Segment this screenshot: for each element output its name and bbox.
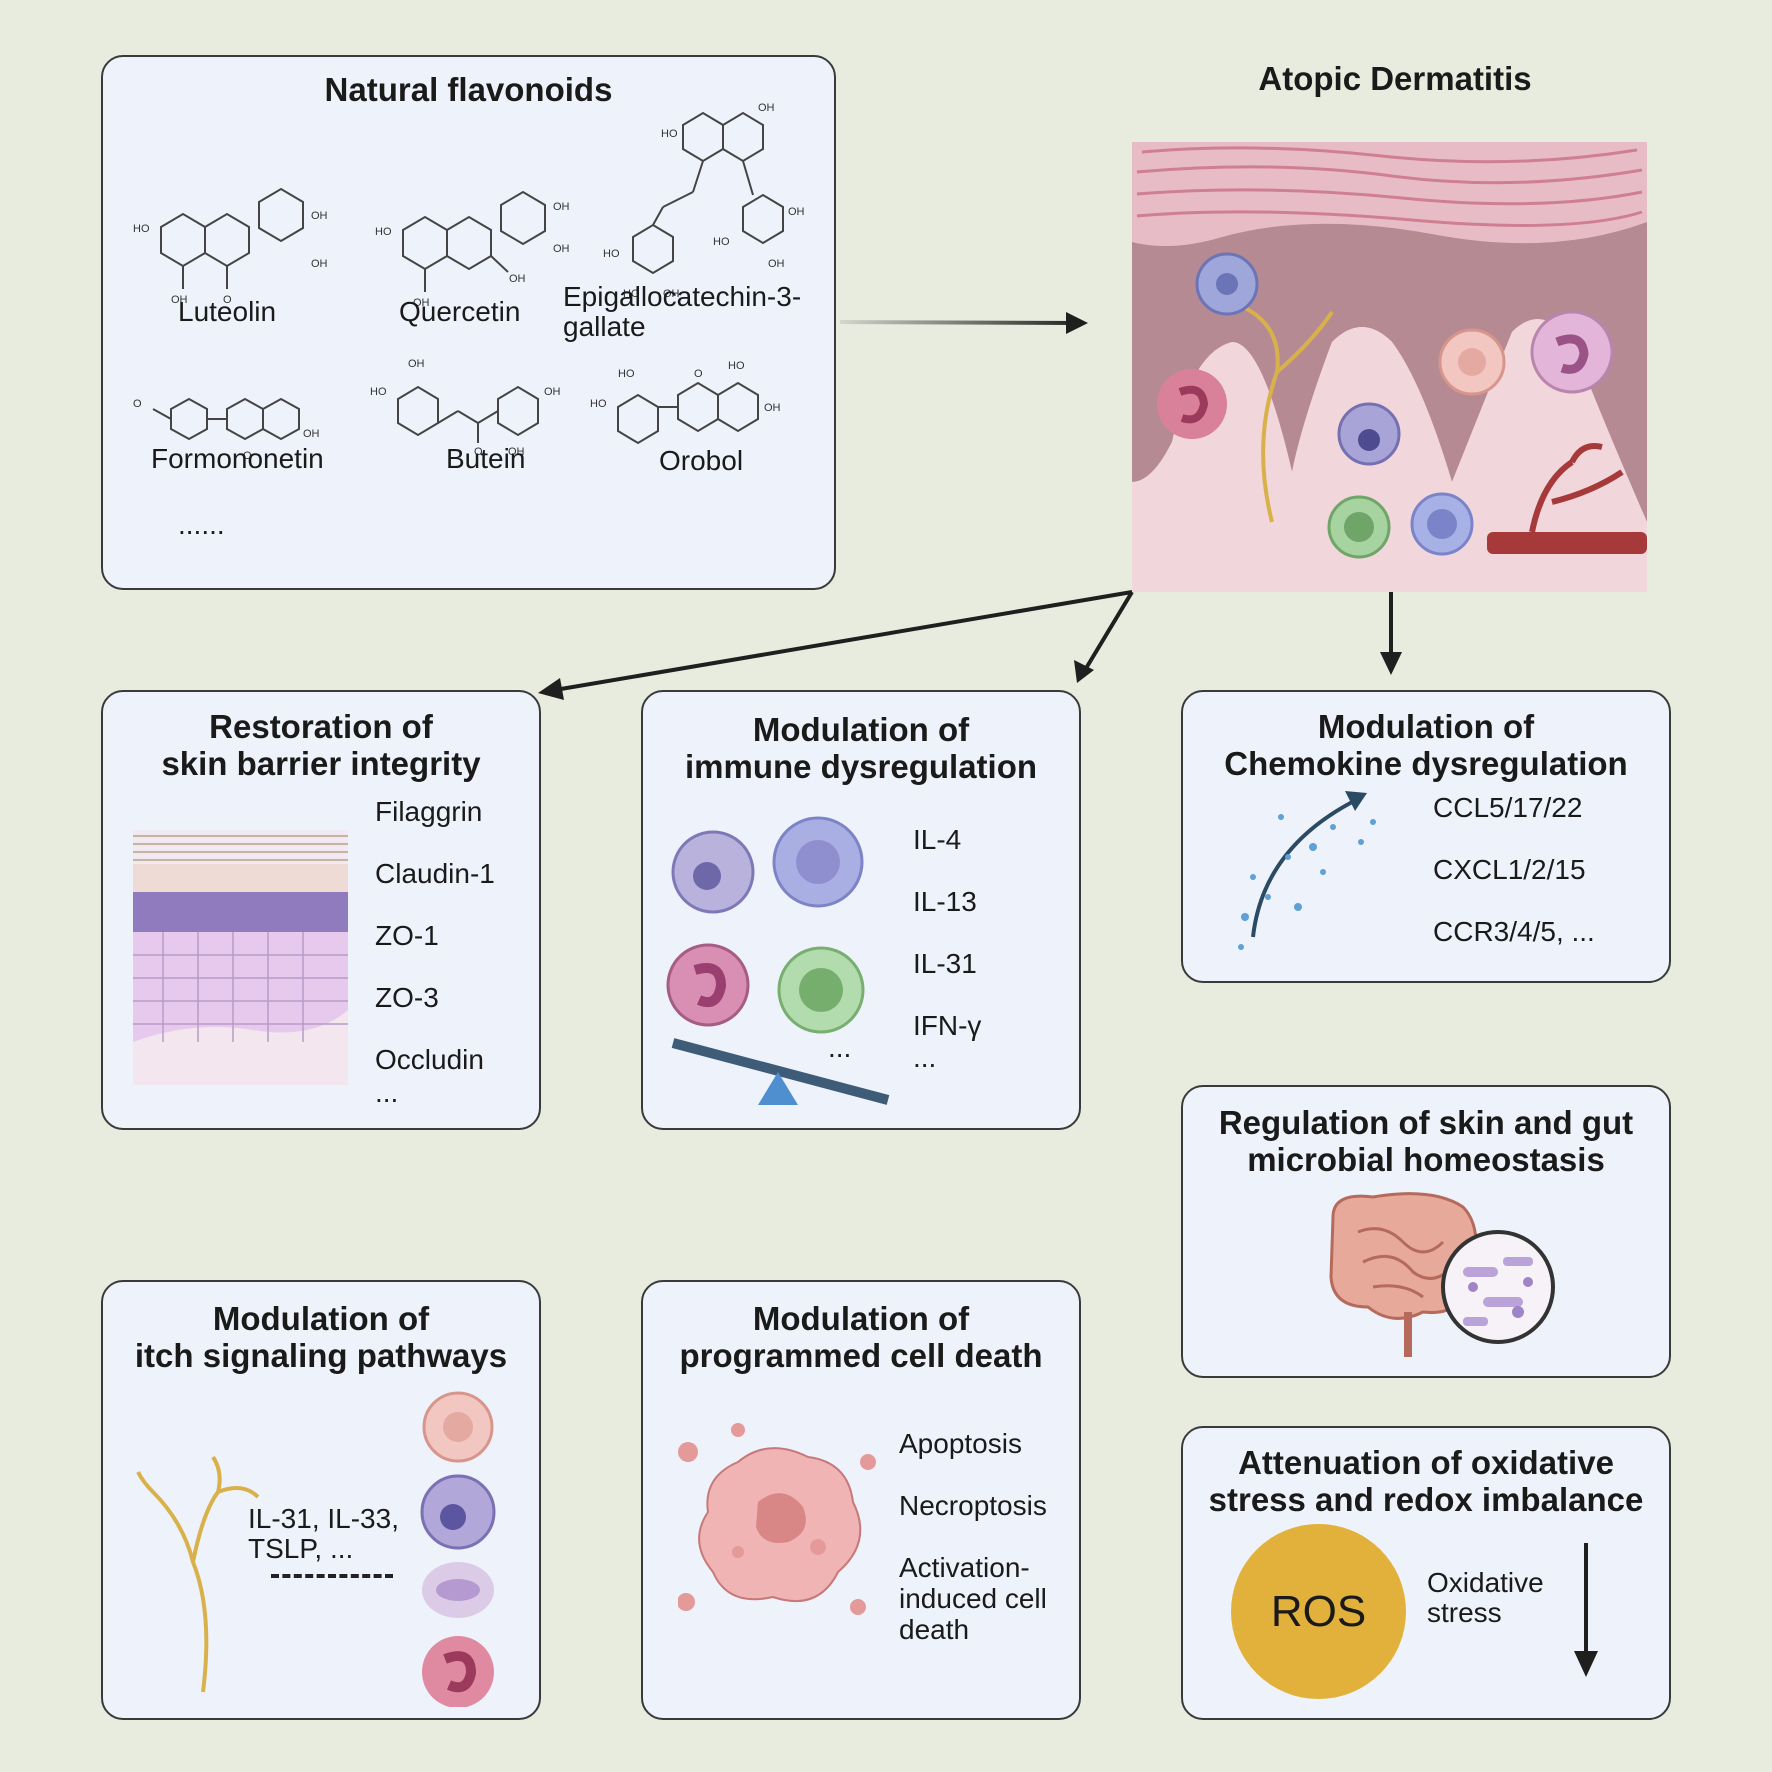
down-arrow-icon — [1574, 1543, 1598, 1677]
svg-text:HO: HO — [728, 360, 745, 372]
microbial-panel: Regulation of skin and gut microbial hom… — [1181, 1085, 1671, 1378]
compound-formononetin: Formononetin — [151, 443, 324, 474]
svg-text:OH: OH — [171, 294, 188, 306]
svg-text:OH: OH — [544, 386, 561, 398]
svg-text:OH: OH — [553, 201, 570, 213]
svg-text:OH: OH — [764, 402, 781, 414]
barrier-item: Occludin — [375, 1044, 484, 1075]
svg-text:HO: HO — [623, 288, 640, 300]
chemokine-item: CXCL1/2/15 — [1433, 854, 1586, 885]
svg-text:HO: HO — [133, 223, 150, 235]
barrier-title: Restoration of skin barrier integrity — [161, 708, 481, 782]
svg-text:OH: OH — [758, 102, 775, 114]
itch-mediators: IL-31, IL-33, TSLP, ... — [248, 1503, 399, 1564]
oxidative-title: Attenuation of oxidative stress and redo… — [1208, 1444, 1644, 1518]
chemokine-panel: Modulation of Chemokine dysregulation CC… — [1181, 690, 1671, 983]
svg-text:OH: OH — [788, 206, 805, 218]
chemokine-gradient-icon — [1238, 791, 1376, 950]
death-item: Apoptosis — [899, 1428, 1022, 1459]
luteolin-structure-icon: HO OH O OH OH — [133, 187, 328, 306]
itch-dashed-line — [271, 1574, 393, 1578]
orobol-structure-icon: HO HO HO OH O — [590, 360, 781, 445]
immune-panel: Modulation of immune dysregulation ... I… — [641, 690, 1081, 1130]
immune-item: IL-4 — [913, 824, 962, 855]
svg-text:OH: OH — [413, 297, 430, 309]
arrow-icon — [554, 590, 1133, 692]
chemokine-item: CCL5/17/22 — [1433, 792, 1583, 823]
svg-text:OH: OH — [311, 210, 328, 222]
intestine-icon — [1329, 1192, 1555, 1357]
compound-orobol: Orobol — [659, 445, 744, 476]
ad-title: Atopic Dermatitis — [1258, 60, 1532, 97]
immune-cells-seesaw-icon — [666, 816, 890, 1105]
immune-item: IL-13 — [913, 886, 977, 917]
svg-text:OH: OH — [553, 243, 570, 255]
barrier-item: ZO-3 — [375, 982, 439, 1013]
svg-text:HO: HO — [590, 398, 607, 410]
svg-text:OH: OH — [768, 258, 785, 270]
svg-text:HO: HO — [375, 226, 392, 238]
quercetin-structure-icon: HO OH OH OH OH — [375, 190, 570, 309]
svg-text:OH: OH — [509, 273, 526, 285]
compound-luteolin: Luteolin — [178, 296, 277, 327]
flavonoids-title: Natural flavonoids — [324, 71, 613, 108]
skin-layers-icon — [133, 830, 348, 1085]
svg-text:OH: OH — [663, 288, 680, 300]
death-item: Necroptosis — [899, 1490, 1047, 1521]
immune-title: Modulation of immune dysregulation — [684, 711, 1038, 785]
oxidative-stress-label: Oxidative stress — [1427, 1567, 1544, 1628]
ros-circle-icon — [1231, 1524, 1406, 1699]
ros-label: ROS — [1270, 1587, 1367, 1636]
svg-text:O: O — [243, 450, 252, 462]
svg-text:HO: HO — [603, 248, 620, 260]
barrier-item: Claudin-1 — [375, 858, 495, 889]
itch-cells-icon — [420, 1391, 496, 1707]
chemokine-item: CCR3/4/5, ... — [1433, 916, 1595, 947]
chemokine-title: Modulation of Chemokine dysregulation — [1224, 708, 1628, 782]
svg-text:O: O — [694, 368, 703, 380]
oxidative-panel: Attenuation of oxidative stress and redo… — [1181, 1426, 1671, 1720]
barrier-panel: Restoration of skin barrier integrity Fi… — [101, 690, 541, 1130]
svg-text:O: O — [223, 294, 232, 306]
compound-butein: Butein — [446, 443, 526, 474]
immune-item: IL-31 — [913, 948, 977, 979]
svg-text:OH: OH — [311, 258, 328, 270]
formononetin-structure-icon: O O OH — [133, 397, 320, 462]
svg-text:HO: HO — [618, 368, 635, 380]
apoptotic-cell-icon — [678, 1423, 876, 1615]
barrier-item: Filaggrin — [375, 796, 483, 827]
death-panel: Modulation of programmed cell death Apop… — [641, 1280, 1081, 1720]
barrier-item: ... — [375, 1077, 399, 1108]
svg-text:OH: OH — [303, 428, 320, 440]
immune-cells-more: ... — [828, 1032, 852, 1063]
compound-egcg: Epigallocatechin-3- gallate — [563, 281, 802, 342]
itch-title: Modulation of itch signaling pathways — [134, 1300, 508, 1374]
immune-item: IFN-γ — [913, 1010, 982, 1041]
nerve-icon — [136, 1455, 260, 1693]
svg-text:HO: HO — [713, 236, 730, 248]
flavonoids-more: ...... — [178, 509, 225, 540]
svg-text:O: O — [474, 446, 483, 458]
egcg-structure-icon: HO OH HO HO OH HO OH OH — [603, 102, 805, 300]
svg-text:OH: OH — [408, 358, 425, 370]
svg-text:OH: OH — [508, 446, 525, 458]
svg-text:HO: HO — [661, 128, 678, 140]
barrier-item: ZO-1 — [375, 920, 439, 951]
death-item: Activation- induced cell death — [899, 1552, 1047, 1645]
death-title: Modulation of programmed cell death — [679, 1300, 1043, 1374]
immune-item: ... — [913, 1042, 937, 1073]
arrow-icon — [839, 320, 1083, 325]
skin-section-illustration — [1132, 142, 1647, 592]
svg-text:HO: HO — [370, 386, 387, 398]
butein-structure-icon: HO OH O OH OH — [370, 358, 561, 458]
compound-quercetin: Quercetin — [399, 296, 521, 327]
svg-text:O: O — [133, 398, 142, 410]
microbial-title: Regulation of skin and gut microbial hom… — [1218, 1104, 1634, 1178]
itch-panel: Modulation of itch signaling pathways IL… — [101, 1280, 541, 1720]
arrow-icon — [1083, 590, 1134, 672]
